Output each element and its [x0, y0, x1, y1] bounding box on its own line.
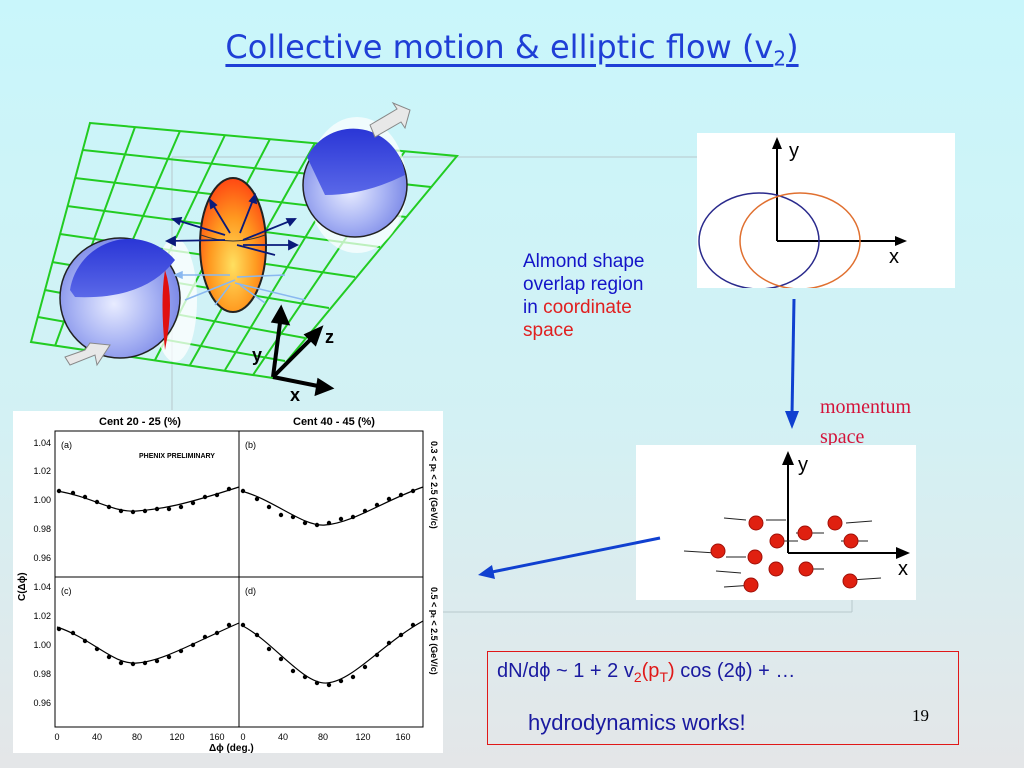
conclusion-text: hydrodynamics works!: [528, 710, 746, 735]
xtick: 0: [240, 732, 245, 742]
ytick: 1.04: [33, 438, 51, 448]
y-ticks-bottom: 1.04 1.02 1.00 0.98 0.96: [33, 582, 51, 708]
formula-sub-1: 2: [633, 669, 642, 685]
diagonal-arrow: [478, 536, 661, 579]
ytick: 0.96: [33, 698, 51, 708]
page-number: 19: [912, 706, 929, 725]
xtick: 40: [92, 732, 102, 742]
slide-title: Collective motion & elliptic flow (v2): [0, 28, 1024, 70]
almond-line-3: in: [523, 297, 544, 318]
ytick: 0.96: [33, 553, 51, 563]
flow-arrows-dark: [164, 192, 300, 256]
ytick: 1.00: [33, 495, 51, 505]
mom-axis-y: y: [798, 454, 808, 476]
ytick: 1.02: [33, 466, 51, 476]
xtick: 160: [209, 732, 224, 742]
axis-label-y: y: [252, 345, 262, 365]
fit-curves: [56, 486, 424, 684]
particle-dots: [710, 515, 859, 593]
momentum-line-2: space: [820, 426, 865, 448]
ytick: 0.98: [33, 669, 51, 679]
phenix-correlation-plot: Cent 20 - 25 (%) Cent 40 - 45 (%) (a) (b…: [13, 411, 443, 754]
formula-part-2: (p: [641, 660, 660, 682]
coordinate-space-panel: y x: [697, 133, 955, 290]
formula-part-1: dN/dϕ ~ 1 + 2 v: [497, 660, 634, 682]
formula-part-4: cos (2ϕ) + …: [674, 660, 796, 682]
ytick: 0.98: [33, 524, 51, 534]
data-points: [56, 486, 416, 688]
almond-description: Almond shape overlap region in coordinat…: [523, 250, 698, 342]
flow-formula: dN/dϕ ~ 1 + 2 v2(pT) cos (2ϕ) + …: [497, 660, 795, 685]
coord-axis-y: y: [789, 140, 799, 162]
collision-diagram: z y x: [29, 101, 459, 405]
panel-label-c: (c): [61, 586, 72, 596]
y-ticks-top: 1.04 1.02 1.00 0.98 0.96: [33, 438, 51, 563]
ytick: 1.04: [33, 582, 51, 592]
momentum-space-panel: y x: [636, 445, 916, 600]
axis-label-z: z: [325, 327, 334, 347]
coord-axis-x: x: [889, 246, 899, 268]
title-subscript: 2: [773, 46, 787, 71]
nucleus-upper: [302, 101, 411, 253]
formula-box: [487, 651, 959, 745]
almond-line-2: overlap region: [523, 274, 644, 295]
panel-label-d: (d): [245, 586, 256, 596]
coordinate-space-plot: y x: [698, 137, 907, 290]
almond-coordinate: coordinate: [543, 297, 632, 318]
x-ticks-left: 0 40 80 120 160: [54, 732, 224, 742]
axis-triad: [270, 304, 335, 397]
col-title-left: Cent 20 - 25 (%): [99, 416, 181, 428]
xtick: 80: [132, 732, 142, 742]
mom-axis-x: x: [898, 558, 908, 580]
title-text: Collective motion & elliptic flow (v: [225, 28, 774, 66]
x-ticks-right: 0 40 80 120 160: [240, 732, 410, 742]
momentum-line-1: momentum: [820, 396, 912, 418]
momentum-space-plot: y x: [683, 451, 910, 593]
panel-label-b: (b): [245, 440, 256, 450]
right-label-bottom: 0.5 < pₜ < 2.5 (GeV/c): [429, 587, 439, 675]
ytick: 1.00: [33, 640, 51, 650]
down-arrow: [785, 298, 799, 429]
xtick: 80: [318, 732, 328, 742]
col-title-right: Cent 40 - 45 (%): [293, 416, 375, 428]
nucleus-lower: [59, 237, 197, 367]
xtick: 40: [278, 732, 288, 742]
axis-label-x: x: [290, 385, 300, 405]
almond-line-1: Almond shape: [523, 251, 645, 272]
formula-sub-2: T: [659, 669, 668, 685]
xtick: 120: [169, 732, 184, 742]
momentum-space-label: momentum space: [820, 392, 960, 452]
phenix-watermark: PHENIX PRELIMINARY: [139, 453, 215, 460]
title-close: ): [786, 28, 799, 66]
xtick: 120: [355, 732, 370, 742]
panel-label-a: (a): [61, 440, 72, 450]
formula-part-3: ): [668, 660, 675, 682]
almond-line-4: space: [523, 320, 574, 341]
y-axis-label: C(Δϕ): [17, 572, 28, 601]
x-axis-label: Δϕ (deg.): [209, 743, 254, 753]
ytick: 1.02: [33, 611, 51, 621]
right-label-top: 0.3 < pₜ < 2.5 (GeV/c): [429, 441, 439, 529]
xtick: 160: [395, 732, 410, 742]
phenix-plot-svg: Cent 20 - 25 (%) Cent 40 - 45 (%) (a) (b…: [17, 416, 439, 754]
xtick: 0: [54, 732, 59, 742]
flow-arrows-light: [173, 270, 306, 306]
